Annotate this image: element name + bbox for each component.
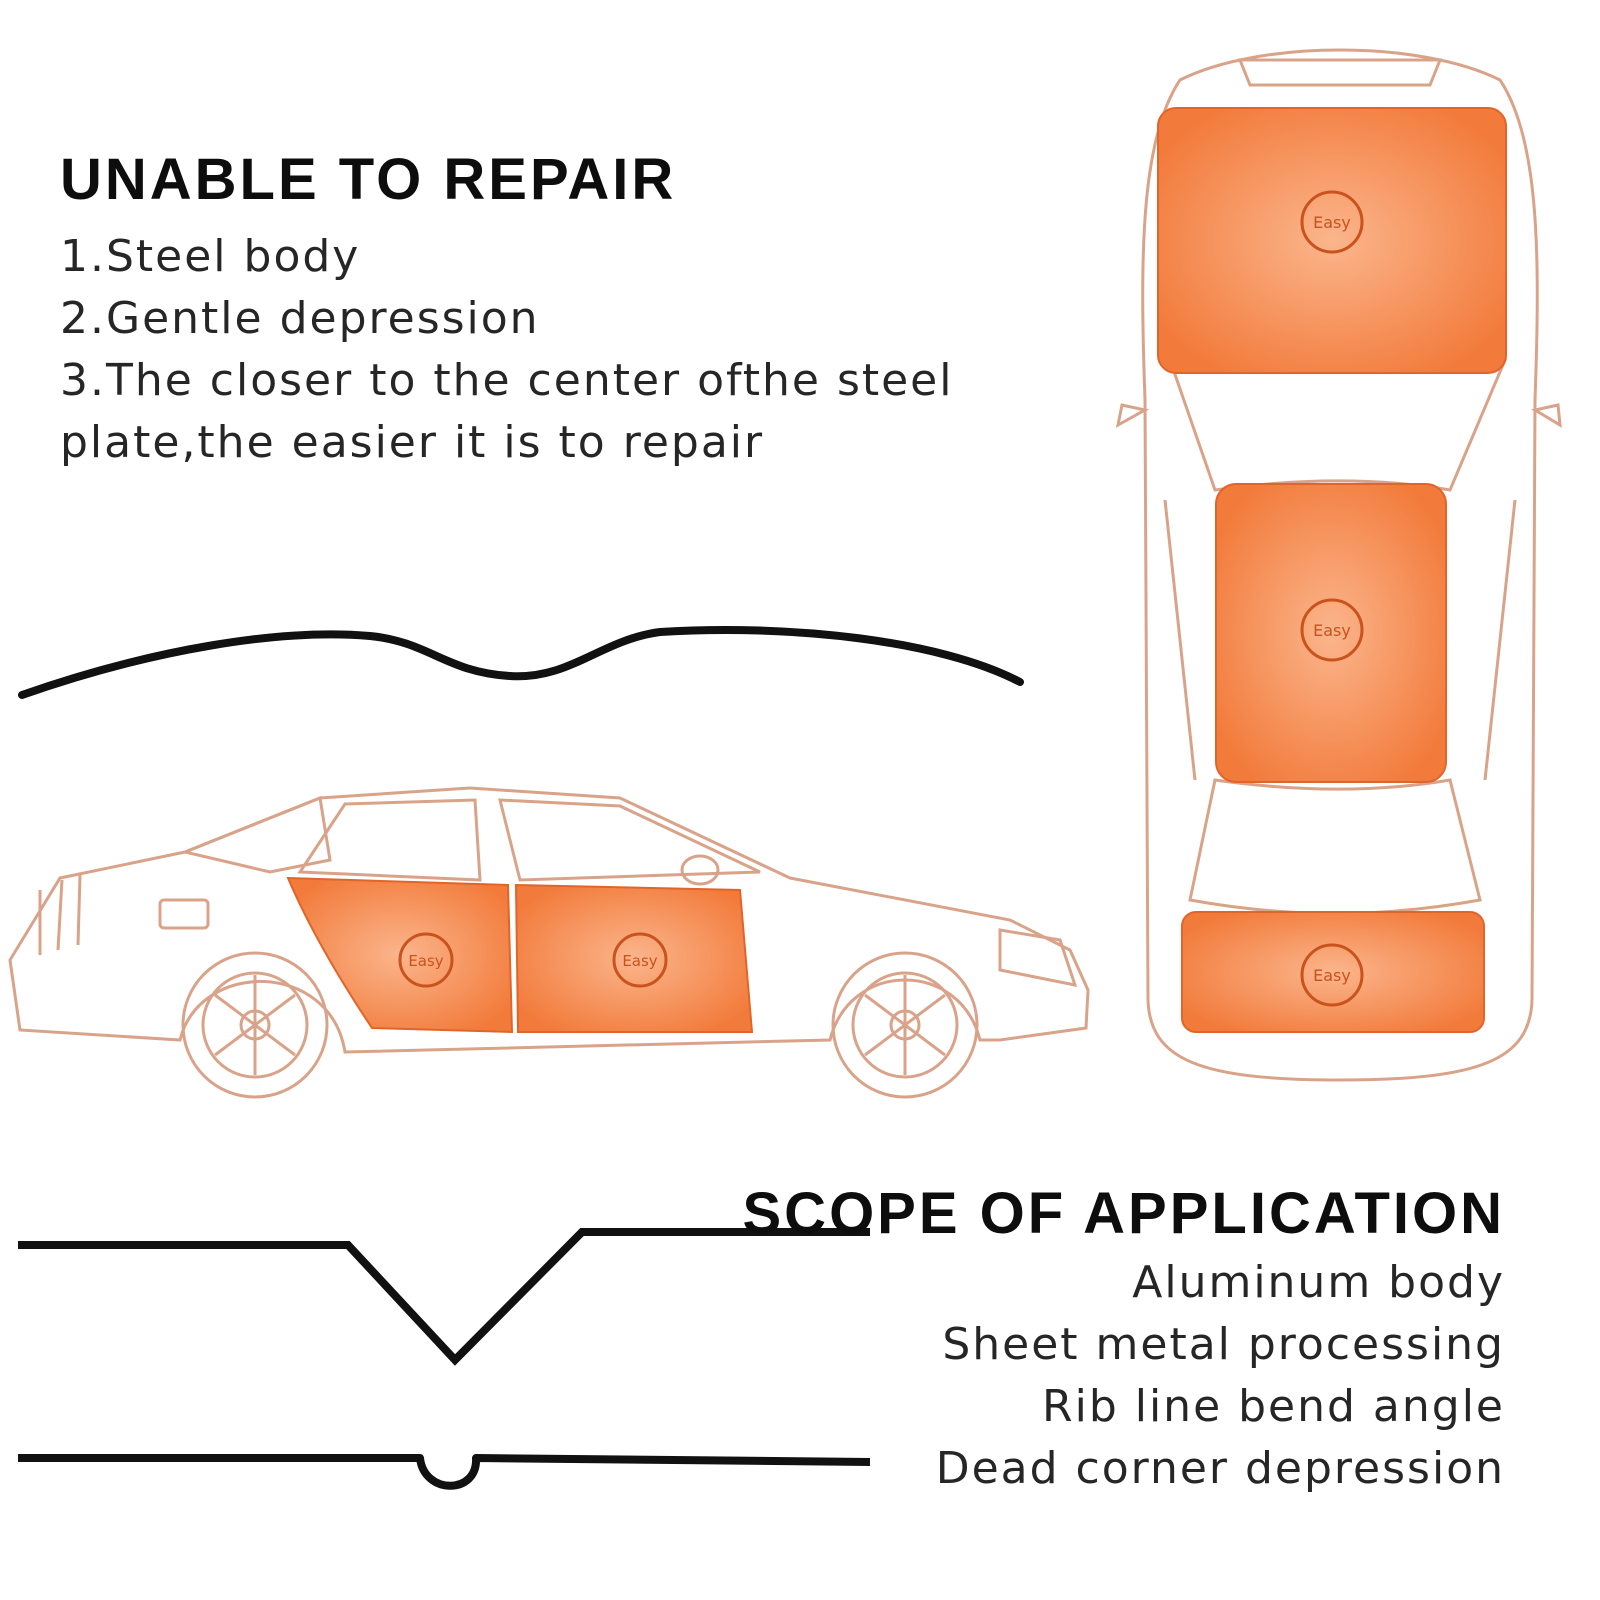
roof-panel bbox=[1215, 483, 1447, 783]
hood-panel bbox=[1157, 107, 1507, 374]
small-dent-profile bbox=[18, 1454, 871, 1490]
easy-badge: Easy bbox=[1300, 598, 1364, 662]
easy-badge: Easy bbox=[612, 932, 668, 988]
unable-to-repair-heading: UNABLE TO REPAIR bbox=[60, 147, 677, 212]
svg-text:Easy: Easy bbox=[1313, 966, 1351, 985]
unable-item: 2.Gentle depression bbox=[60, 293, 540, 344]
sharp-bend-profile bbox=[18, 1228, 870, 1366]
svg-text:Easy: Easy bbox=[1313, 213, 1351, 232]
scope-of-application-list: Aluminum body Sheet metal processing Rib… bbox=[936, 1252, 1505, 1500]
trunk-panel bbox=[1181, 911, 1485, 1033]
svg-text:Easy: Easy bbox=[1313, 621, 1351, 640]
unable-to-repair-list: 1.Steel body 2.Gentle depression 3.The c… bbox=[60, 226, 960, 474]
gentle-depression-profile bbox=[18, 626, 1024, 699]
scope-item: Dead corner depression bbox=[935, 1443, 1505, 1494]
easy-badge: Easy bbox=[398, 932, 454, 988]
svg-text:Easy: Easy bbox=[622, 952, 657, 970]
unable-item: 1.Steel body bbox=[60, 231, 361, 282]
scope-of-application-heading: SCOPE OF APPLICATION bbox=[742, 1181, 1505, 1246]
unable-item: 3.The closer to the center ofthe steel p… bbox=[60, 355, 954, 468]
scope-item: Rib line bend angle bbox=[1042, 1381, 1505, 1432]
side-view-car bbox=[8, 786, 1090, 1099]
front-door-panel bbox=[514, 883, 754, 1033]
easy-badge: Easy bbox=[1300, 190, 1364, 254]
scope-item: Sheet metal processing bbox=[942, 1319, 1505, 1370]
easy-badge: Easy bbox=[1300, 943, 1364, 1007]
scope-item: Aluminum body bbox=[1132, 1257, 1505, 1308]
svg-text:Easy: Easy bbox=[408, 952, 443, 970]
